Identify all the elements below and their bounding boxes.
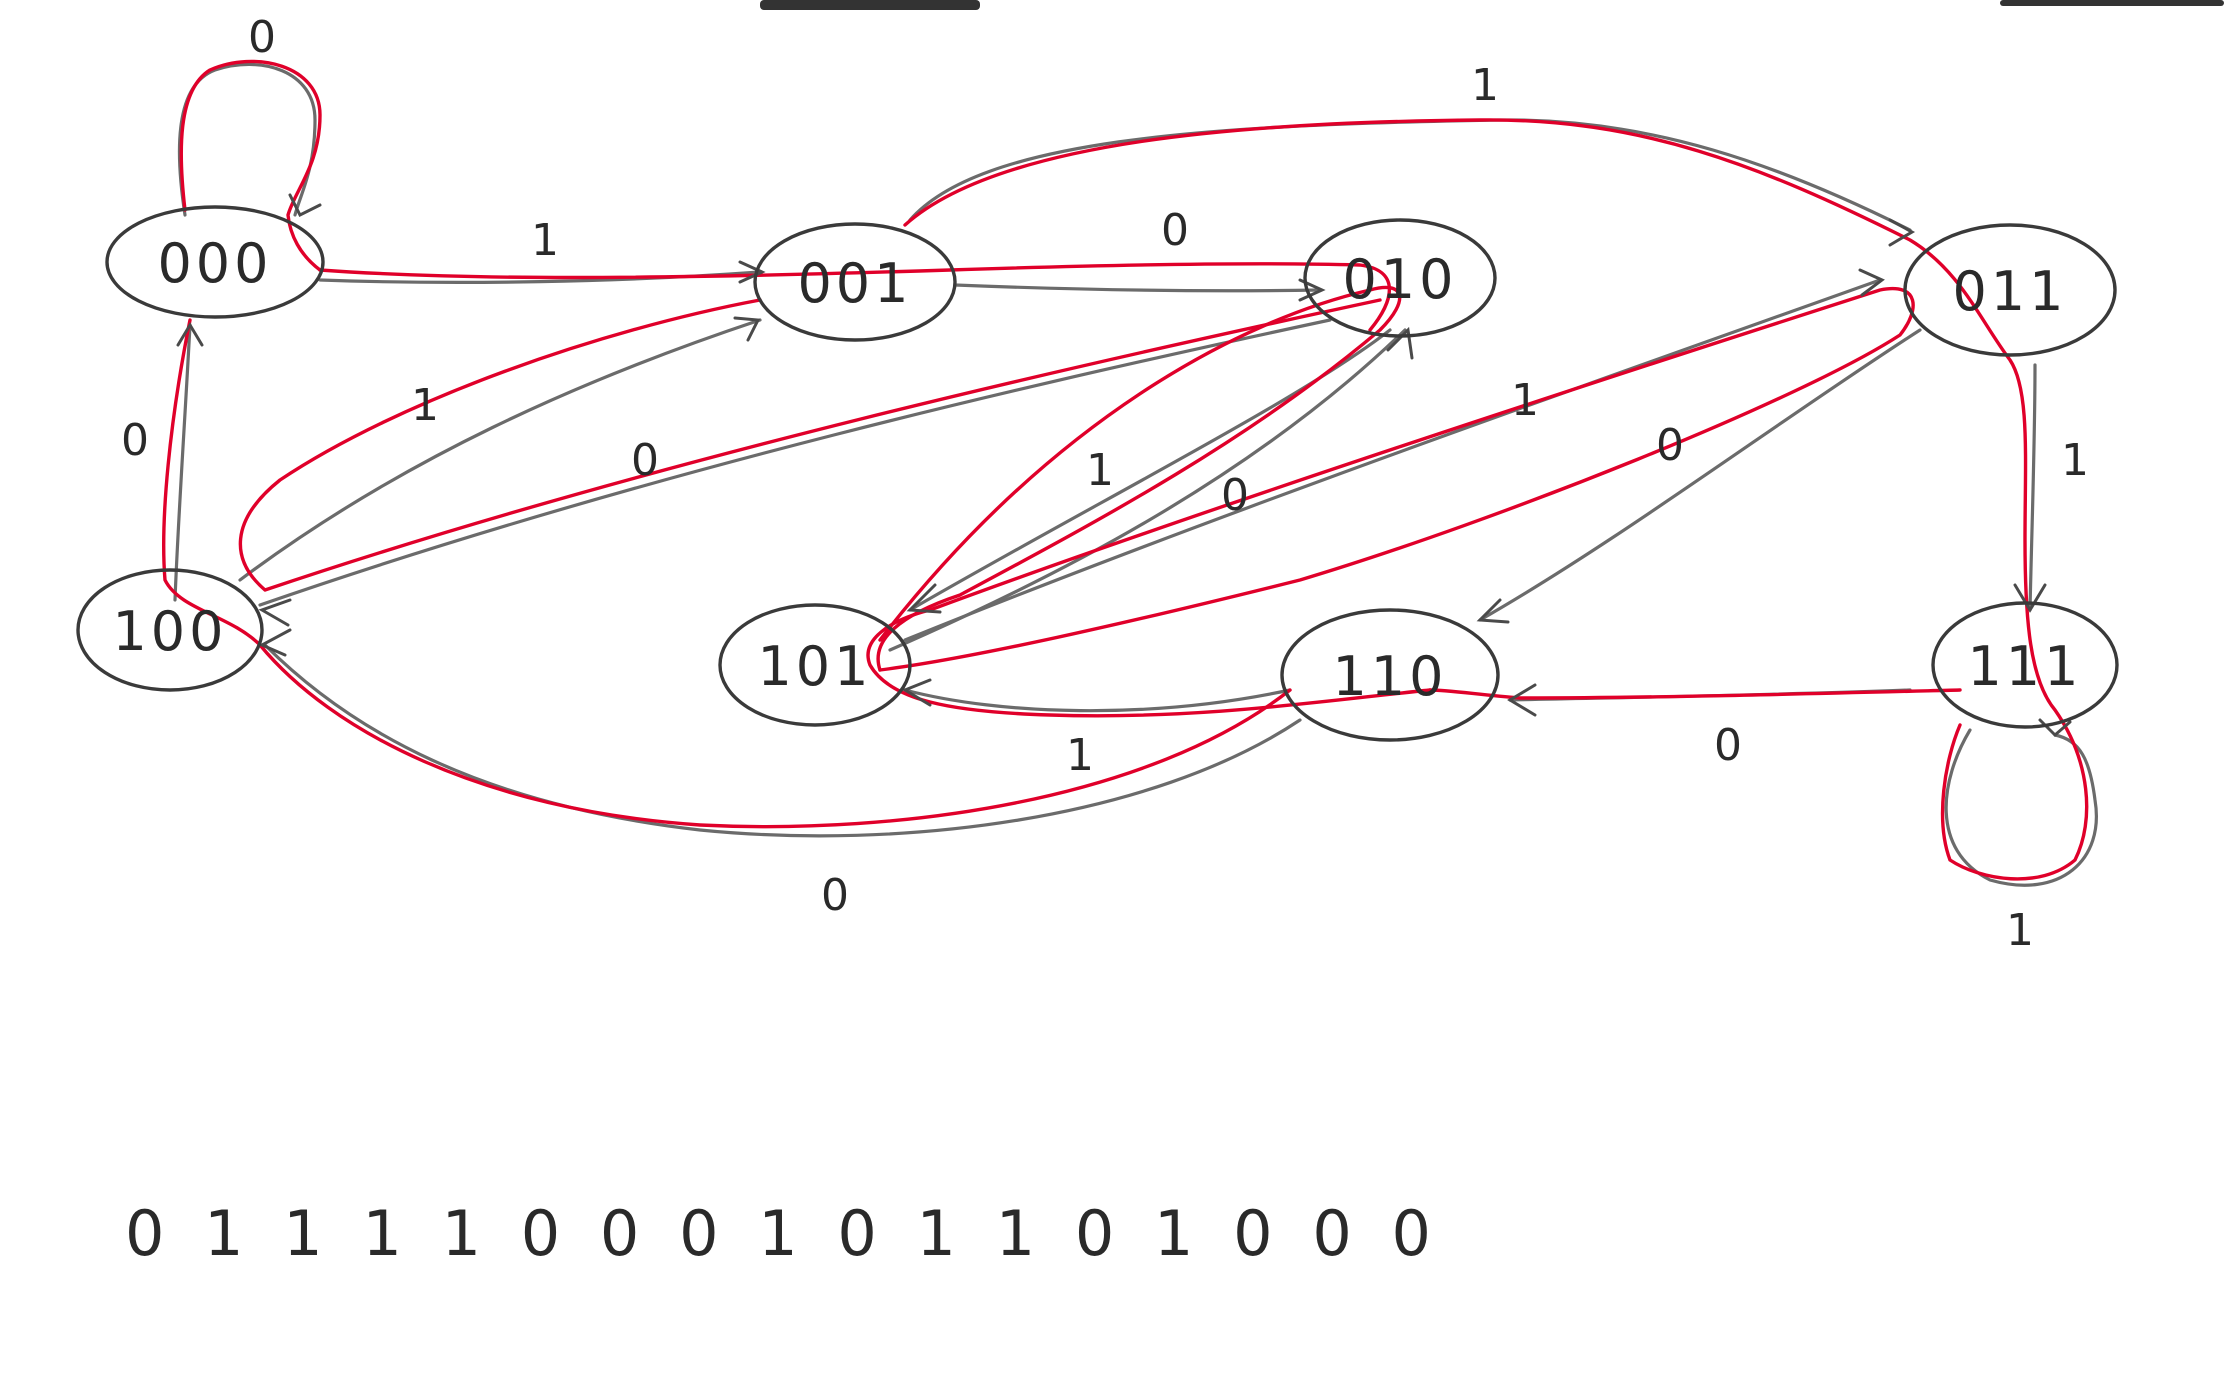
highlight-101-011 — [878, 286, 1915, 672]
arrow-into-101 — [906, 583, 942, 614]
label-100-001: 1 — [411, 380, 439, 431]
label-011-110: 0 — [1656, 420, 1684, 471]
edge-110-101 — [903, 688, 1292, 713]
label-000-000: 0 — [248, 12, 276, 63]
highlight-010-100 — [238, 298, 1382, 592]
label-010-100: 0 — [631, 435, 659, 486]
highlight-101-010 — [876, 285, 1402, 672]
highlight-111-110 — [1428, 688, 1962, 700]
label-110-101: 1 — [1066, 730, 1094, 781]
label-001-010: 0 — [1161, 205, 1189, 256]
highlight-110-100 — [162, 318, 1292, 829]
edge-001-011 — [908, 118, 1912, 232]
edge-011-111 — [2028, 363, 2037, 612]
arrow-into-101-from-110 — [901, 678, 932, 707]
arrow-into-001-from-100 — [733, 316, 761, 342]
paper-edge-mark-left — [760, 0, 980, 10]
arrow-into-110 — [1476, 598, 1510, 624]
label-101-010: 0 — [1221, 470, 1249, 521]
highlight-001-011 — [903, 118, 2089, 881]
paper-edge-mark-right — [2000, 0, 2224, 6]
label-011-111: 1 — [2061, 435, 2089, 486]
arrow-into-100 — [258, 598, 292, 627]
arrow-into-111 — [2013, 583, 2047, 613]
state-111: 111 — [1931, 601, 2119, 729]
arrow-into-011 — [1888, 218, 1916, 247]
edge-011-110 — [1478, 328, 1922, 622]
arrow-into-000-from-100 — [176, 322, 204, 347]
arrowheads — [176, 193, 2072, 738]
label-111-111: 1 — [2006, 905, 2034, 956]
arrow-into-100-from-110 — [258, 628, 292, 657]
state-nodes: 000 001 010 011 100 101 110 111 — [76, 205, 2119, 742]
arrow-into-110-from-111 — [1507, 683, 1537, 717]
highlight-110-101 — [866, 608, 1432, 718]
bit-sequence: 0 1 1 1 1 0 0 0 1 0 1 1 0 1 0 0 0 — [125, 1197, 1441, 1270]
state-011: 011 — [1903, 223, 2117, 357]
highlight-000-001 — [318, 262, 1392, 332]
edge-010-100 — [258, 318, 1332, 607]
label-110-100: 0 — [821, 870, 849, 921]
state-110-label: 110 — [1332, 645, 1447, 708]
state-101: 101 — [718, 603, 912, 727]
edge-111-111 — [1944, 728, 2098, 887]
label-111-110: 0 — [1714, 720, 1742, 771]
state-010-label: 010 — [1342, 248, 1457, 311]
edge-000-000 — [177, 62, 317, 217]
state-001-label: 001 — [797, 252, 912, 315]
arrow-into-001 — [738, 260, 766, 284]
arrow-into-010 — [1298, 278, 1326, 302]
state-010: 010 — [1303, 218, 1497, 338]
state-011-label: 011 — [1952, 260, 2067, 323]
label-101-011: 1 — [1511, 375, 1539, 426]
arrow-into-010-from-101 — [1386, 326, 1414, 360]
arrow-into-000 — [288, 193, 322, 218]
edge-010-101 — [908, 328, 1392, 612]
state-001: 001 — [753, 222, 957, 342]
edge-001-010 — [953, 283, 1322, 293]
edge-labels: 0 1 0 1 0 1 0 1 0 1 0 1 0 1 0 1 — [121, 12, 2089, 956]
label-010-101: 1 — [1086, 445, 1114, 496]
arrow-into-011-from-101 — [1858, 268, 1885, 297]
pencil-edges — [173, 62, 2098, 887]
state-101-label: 101 — [757, 635, 872, 698]
state-000: 000 — [105, 205, 325, 319]
state-110: 110 — [1280, 608, 1500, 742]
label-001-011: 1 — [1471, 60, 1499, 111]
edge-101-011 — [903, 278, 1882, 642]
state-111-label: 111 — [1967, 635, 2082, 698]
highlight-path — [162, 59, 2089, 881]
state-100: 100 — [76, 568, 264, 692]
label-000-001: 1 — [531, 215, 559, 266]
label-100-000: 0 — [121, 415, 149, 466]
edge-100-001 — [238, 318, 762, 582]
edge-110-100 — [263, 643, 1302, 838]
state-100-label: 100 — [112, 600, 227, 663]
state-000-label: 000 — [157, 232, 272, 295]
